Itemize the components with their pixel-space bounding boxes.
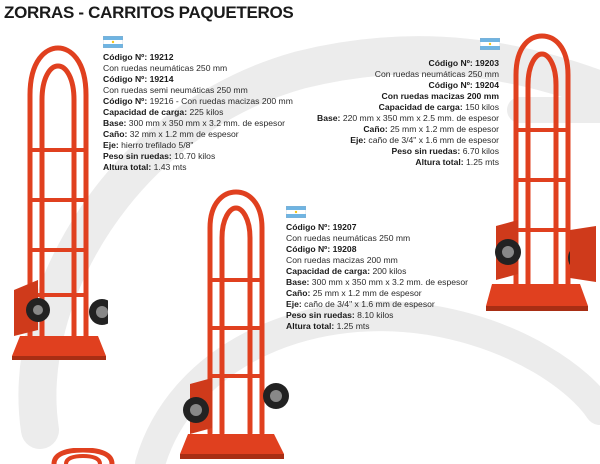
- hand-truck-image-3: [180, 189, 289, 459]
- spec-line: Código Nº: 19208: [286, 244, 357, 254]
- spec-line: Capacidad de carga: 200 kilos: [286, 266, 407, 276]
- spec-line: Con ruedas neumáticas 250 mm: [374, 69, 499, 79]
- spec-line: Base: 300 mm x 350 mm x 3.2 mm. de espes…: [286, 277, 468, 287]
- spec-line: Código Nº: 19207: [286, 222, 357, 232]
- hand-truck-image-2: [486, 33, 596, 311]
- argentina-flag-icon: [480, 38, 500, 50]
- argentina-flag-icon: [103, 36, 123, 48]
- spec-line: Base: 220 mm x 350 mm x 2.5 mm. de espes…: [317, 113, 499, 123]
- spec-line: Base: 300 mm x 350 mm x 3.2 mm. de espes…: [103, 118, 285, 128]
- spec-line: Altura total: 1.25 mts: [286, 321, 370, 331]
- spec-line: Caño: 32 mm x 1.2 mm de espesor: [103, 129, 239, 139]
- spec-line: Eje: hierro trefilado 5/8": [103, 140, 194, 150]
- spec-line: Con ruedas macizas 200 mm: [381, 91, 499, 101]
- spec-line: Altura total: 1.43 mts: [103, 162, 187, 172]
- product-specs-3: Código Nº: 19207 Con ruedas neumáticas 2…: [286, 222, 468, 332]
- spec-line: Código Nº: 19204: [428, 80, 499, 90]
- spec-line: Con ruedas macizas 200 mm: [286, 255, 398, 265]
- spec-line: Código Nº: 19203: [428, 58, 499, 68]
- spec-line: Peso sin ruedas: 10.70 kilos: [103, 151, 216, 161]
- spec-line: Con ruedas neumáticas 250 mm: [103, 63, 228, 73]
- product-specs-1: Código Nº: 19212 Con ruedas neumáticas 2…: [103, 52, 293, 173]
- spec-line: Caño: 25 mm x 1.2 mm de espesor: [363, 124, 499, 134]
- spec-line: Peso sin ruedas: 8.10 kilos: [286, 310, 394, 320]
- spec-line: Código Nº: 19214: [103, 74, 174, 84]
- product-specs-2: Código Nº: 19203 Con ruedas neumáticas 2…: [317, 58, 499, 168]
- spec-line: Peso sin ruedas: 6.70 kilos: [391, 146, 499, 156]
- spec-line: Eje: caño de 3/4" x 1.6 mm de espesor: [350, 135, 499, 145]
- hand-truck-image-partial: [51, 448, 115, 464]
- spec-line: Con ruedas semi neumáticas 250 mm: [103, 85, 248, 95]
- page-title: ZORRAS - CARRITOS PAQUETEROS: [4, 3, 294, 22]
- spec-line: Con ruedas neumáticas 250 mm: [286, 233, 411, 243]
- spec-line: Caño: 25 mm x 1.2 mm de espesor: [286, 288, 422, 298]
- spec-line: Capacidad de carga: 150 kilos: [378, 102, 499, 112]
- spec-line: Código Nº: 19216 - Con ruedas macizas 20…: [103, 96, 293, 106]
- spec-line: Código Nº: 19212: [103, 52, 174, 62]
- hand-truck-image-1: [12, 45, 108, 360]
- argentina-flag-icon: [286, 206, 306, 218]
- spec-line: Capacidad de carga: 225 kilos: [103, 107, 224, 117]
- spec-line: Altura total: 1.25 mts: [415, 157, 499, 167]
- spec-line: Eje: caño de 3/4" x 1.6 mm de espesor: [286, 299, 435, 309]
